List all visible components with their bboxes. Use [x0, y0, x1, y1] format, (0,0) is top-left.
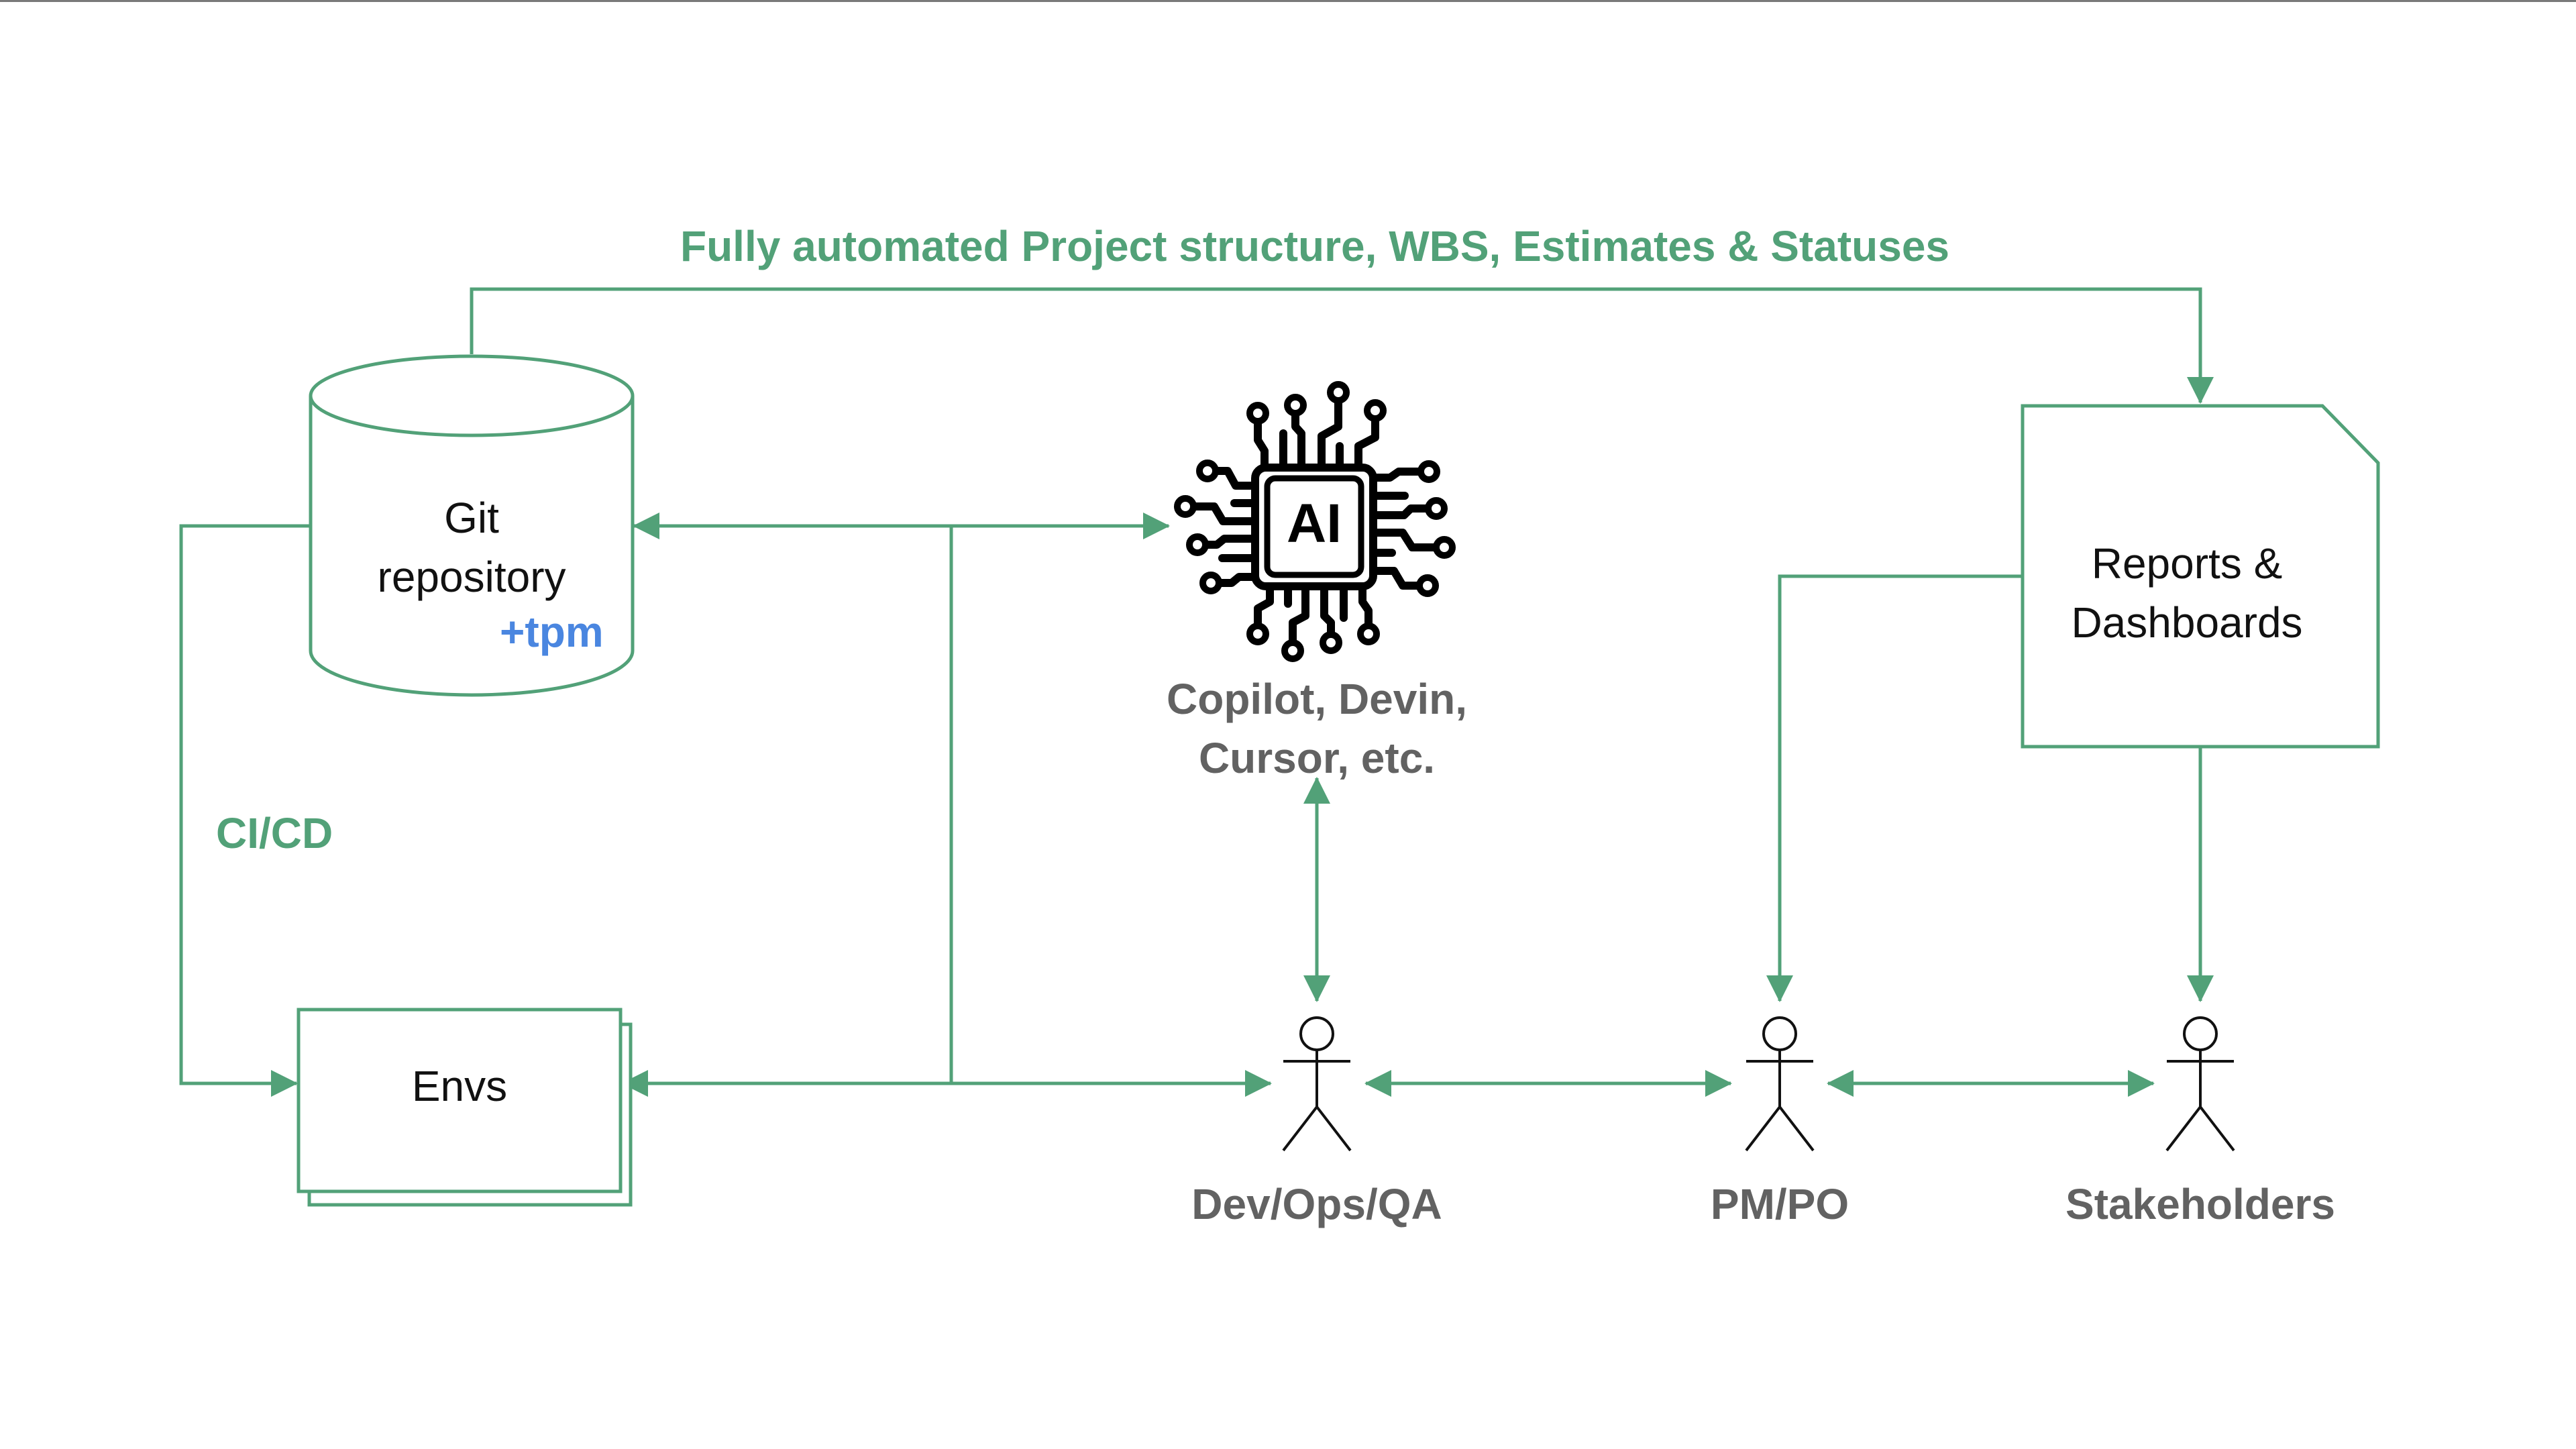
git-repository-line2: repository — [377, 553, 566, 601]
reports-label: Reports & Dashboards — [2023, 534, 2351, 652]
ai-chip-text: AI — [1287, 493, 1342, 554]
reports-document-shape[interactable] — [2021, 404, 2380, 749]
cicd-edge-label: CI/CD — [216, 809, 333, 857]
git-repository-cylinder[interactable] — [309, 354, 635, 697]
actor-pm-label: PM/PO — [1710, 1180, 1849, 1228]
actor-dev-label: Dev/Ops/QA — [1191, 1180, 1442, 1228]
actor-stakeholders-label: Stakeholders — [2065, 1180, 2335, 1228]
reports-line1: Reports & — [2091, 539, 2283, 588]
actor-dev-figure[interactable] — [1282, 1016, 1352, 1152]
edge-reports-to-pm — [1766, 574, 2021, 1002]
tpm-badge: +tpm — [500, 608, 604, 656]
top-border — [0, 0, 2576, 2]
ai-tools-line1: Copilot, Devin, — [1167, 675, 1467, 723]
envs-label: Envs — [411, 1062, 508, 1110]
edge-git-to-reports — [470, 287, 2214, 404]
git-repository-line1: Git — [444, 494, 499, 542]
ai-tools-label: Copilot, Devin, Cursor, etc. — [1116, 669, 1518, 788]
actor-stakeholders-figure[interactable] — [2165, 1016, 2235, 1152]
ai-chip-icon — [1189, 389, 1440, 648]
actor-pm-figure[interactable] — [1745, 1016, 1815, 1152]
ai-tools-line2: Cursor, etc. — [1198, 734, 1436, 782]
edge-git-to-envs — [179, 524, 311, 1097]
envs-stack[interactable] — [297, 1008, 633, 1207]
automation-edge-label: Fully automated Project structure, WBS, … — [680, 222, 1950, 270]
git-repository-label: Git repository — [337, 488, 606, 606]
ai-chip-pads — [1174, 381, 1456, 662]
reports-line2: Dashboards — [2071, 598, 2303, 647]
